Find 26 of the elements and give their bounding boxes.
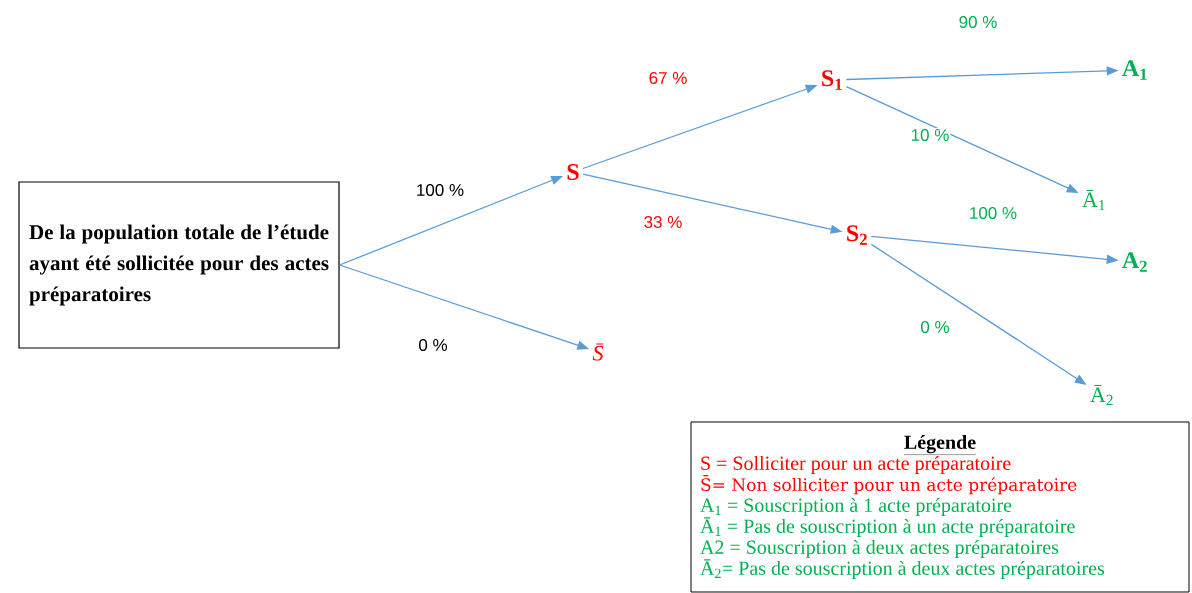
node-label: S̄ [592, 343, 604, 361]
edge-label: 0 % [919, 319, 951, 334]
legend-title: Légende [903, 434, 977, 455]
legend-entry: Ā$_{2}$= Pas de souscription à deux actes préparatoires [700, 559, 1105, 580]
edge-label: 100 % [414, 183, 466, 197]
edge-label: 90 % [957, 15, 999, 29]
legend-box [690, 421, 1190, 593]
edge-label: 10 % [909, 128, 951, 142]
legend-entry: S = Solliciter pour un acte préparatoire [701, 455, 1011, 475]
legend-entry: S̄= Non solliciter pour un acte préparatoire [701, 475, 1077, 495]
legend-entry: A$_{1}$ = Souscription à 1 acte préparatoire [700, 497, 1012, 517]
node-label: A$_{2}$ [1122, 252, 1147, 272]
node-text: De la population totale de l’étude ayant été sollicitée pour des actes préparatoires [29, 224, 329, 306]
legend-entry: Ā$_{1}$ = Pas de souscription à un acte préparatoire [700, 517, 1075, 538]
node-label: S$_{1}$ [822, 70, 842, 90]
edge-label: 67 % [647, 70, 689, 85]
node-label: S$_{2}$ [847, 225, 867, 245]
text-box [18, 181, 340, 349]
node-label: A$_{1}$ [1122, 60, 1147, 80]
node-label: Ā$_{2}$ [1090, 384, 1113, 406]
node-label: Ā$_{1}$ [1082, 189, 1105, 211]
edge-label: 100 % [967, 206, 1019, 220]
edge-label: 33 % [642, 214, 684, 229]
edge-label: 0 % [417, 338, 449, 352]
legend-entry: A2 = Souscription à deux actes préparatoires [700, 539, 1059, 559]
node-label: S [567, 163, 579, 181]
